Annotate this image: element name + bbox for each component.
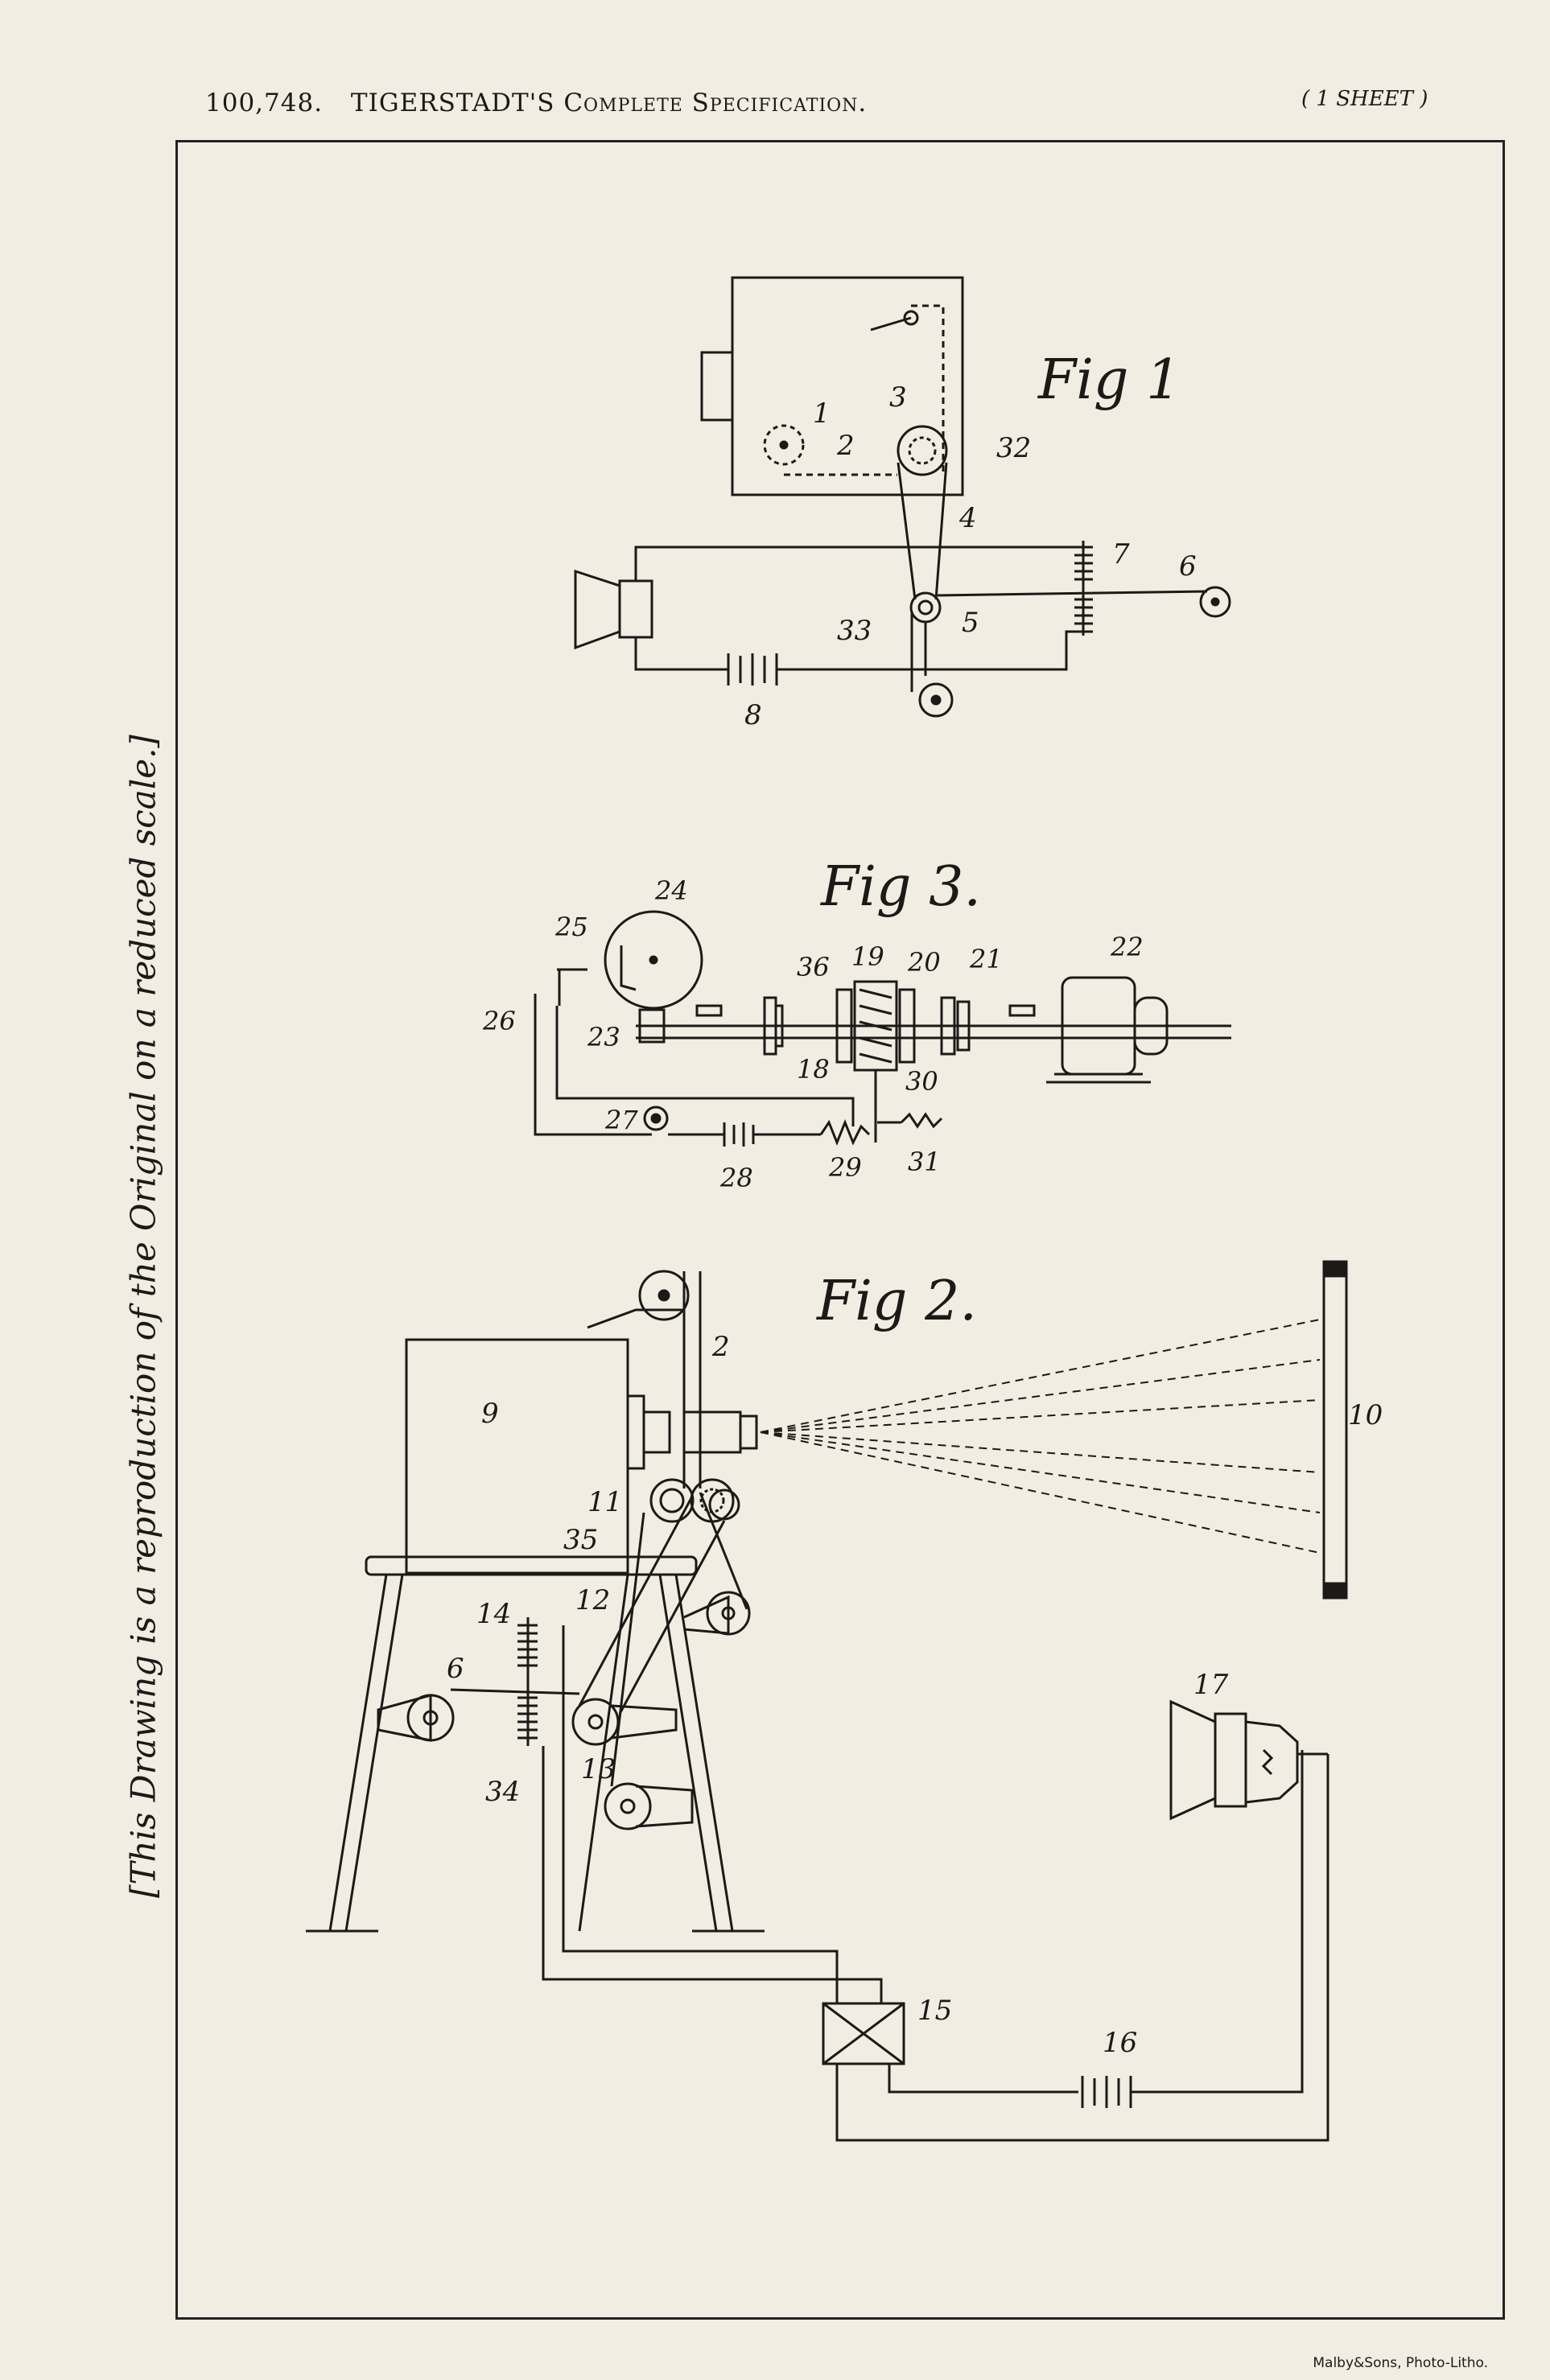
fig2-label-14: 14 — [476, 1598, 511, 1630]
fig2-label-13: 13 — [581, 1753, 616, 1785]
fig2-drawing: Fig 2. — [306, 1260, 1383, 2142]
fig1-drawing: Fig 1 1 — [574, 276, 1231, 731]
fig1-label-5: 5 — [962, 607, 979, 639]
fig2-loudspeaker — [1169, 1699, 1217, 1821]
fig2-label-34: 34 — [485, 1776, 520, 1808]
fig3-label-31: 31 — [908, 1147, 941, 1177]
fig2-label-10: 10 — [1348, 1399, 1383, 1431]
page-header: 100,748. TIGERSTADT'S Complete Specifica… — [205, 89, 867, 117]
fig1-label-6: 6 — [1179, 550, 1197, 583]
drawing-frame — [175, 140, 1505, 2320]
sheet-count: ( 1 SHEET ) — [1301, 87, 1428, 111]
fig2-screen — [1322, 1260, 1348, 1600]
fig2-label-15: 15 — [917, 1995, 952, 2027]
fig3-label-30: 30 — [905, 1066, 938, 1097]
fig3-disc — [604, 910, 703, 1010]
fig1-sprocket — [897, 425, 948, 476]
fig1-label-3: 3 — [889, 381, 907, 414]
fig2-label-12: 12 — [575, 1584, 610, 1616]
fig1-label-33: 33 — [837, 615, 872, 647]
patent-title-name: TIGERSTADT'S — [350, 89, 555, 117]
fig2-label-35: 35 — [563, 1524, 598, 1556]
fig2-label-16: 16 — [1103, 2027, 1137, 2059]
fig3-label-28: 28 — [719, 1163, 753, 1193]
fig1-label-32: 32 — [996, 432, 1031, 464]
fig3-label-27: 27 — [604, 1105, 638, 1135]
fig1-label-2: 2 — [836, 430, 855, 462]
patent-number: 100,748. — [205, 89, 324, 117]
fig2-relay-box — [822, 2002, 905, 2065]
fig1-lens — [700, 351, 734, 422]
fig3-drawing: Fig 3. — [482, 855, 1231, 1193]
fig3-label-24: 24 — [654, 875, 688, 906]
fig3-label-25: 25 — [554, 912, 588, 942]
fig3-label-20: 20 — [907, 947, 941, 978]
fig1-title: Fig 1 — [1037, 348, 1181, 412]
fig1-label-4: 4 — [958, 502, 977, 534]
fig1-label-8: 8 — [744, 699, 762, 731]
fig3-title: Fig 3. — [819, 855, 981, 919]
fig1-label-7: 7 — [1112, 538, 1130, 570]
printer-credit: Malby&Sons, Photo-Litho. — [1313, 2355, 1488, 2371]
patent-title-rest: Complete Specification. — [563, 89, 868, 117]
fig3-label-19: 19 — [851, 941, 884, 972]
fig3-label-21: 21 — [969, 944, 1003, 974]
fig2-label-2: 2 — [711, 1331, 730, 1363]
fig2-label-11: 11 — [587, 1486, 622, 1518]
fig3-label-22: 22 — [1110, 932, 1144, 962]
fig3-label-36: 36 — [797, 952, 830, 982]
fig3-label-29: 29 — [828, 1152, 862, 1183]
fig1-reel-left — [763, 424, 805, 466]
fig2-title: Fig 2. — [815, 1270, 977, 1333]
fig2-table — [365, 1555, 698, 1576]
fig3-label-26: 26 — [482, 1006, 516, 1036]
fig1-label-1: 1 — [813, 397, 831, 430]
fig1-camera-box — [731, 276, 964, 496]
fig3-label-23: 23 — [587, 1022, 620, 1052]
fig2-label-17: 17 — [1193, 1669, 1229, 1701]
fig2-label-9: 9 — [481, 1398, 499, 1430]
fig3-label-18: 18 — [797, 1054, 830, 1085]
fig2-label-6: 6 — [447, 1653, 464, 1685]
